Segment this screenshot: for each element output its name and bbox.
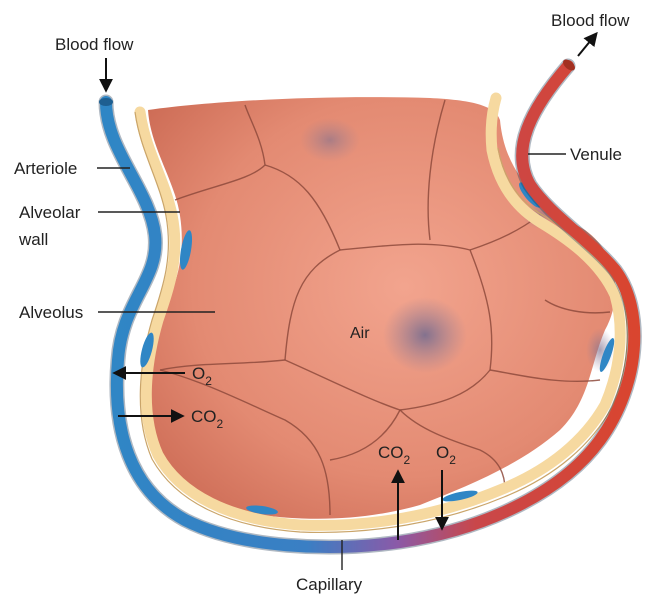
- air-patch: [300, 118, 360, 162]
- alveolus-label: Alveolus: [19, 303, 83, 322]
- gas-symbol: CO: [378, 443, 404, 462]
- gas-symbol: CO: [191, 407, 217, 426]
- gas-subscript: 2: [449, 453, 456, 467]
- alveolar-wall-label-line1: Alveolar: [19, 203, 81, 222]
- gas-subscript: 2: [205, 374, 212, 388]
- air-label: Air: [350, 325, 370, 342]
- air-patch: [383, 297, 467, 373]
- gas-symbol: O: [192, 364, 205, 383]
- blood-flow-out-arrow: [578, 34, 596, 56]
- gas-subscript: 2: [217, 417, 224, 431]
- alveolar-wall-label-line2: wall: [18, 230, 48, 249]
- blood-flow-in-label: Blood flow: [55, 35, 134, 54]
- capillary-label: Capillary: [296, 575, 363, 594]
- venule-label: Venule: [570, 145, 622, 164]
- gas-symbol: O: [436, 443, 449, 462]
- arteriole-label: Arteriole: [14, 159, 77, 178]
- arteriole-opening: [99, 98, 113, 106]
- gas-subscript: 2: [404, 453, 411, 467]
- blood-flow-out-label: Blood flow: [551, 11, 630, 30]
